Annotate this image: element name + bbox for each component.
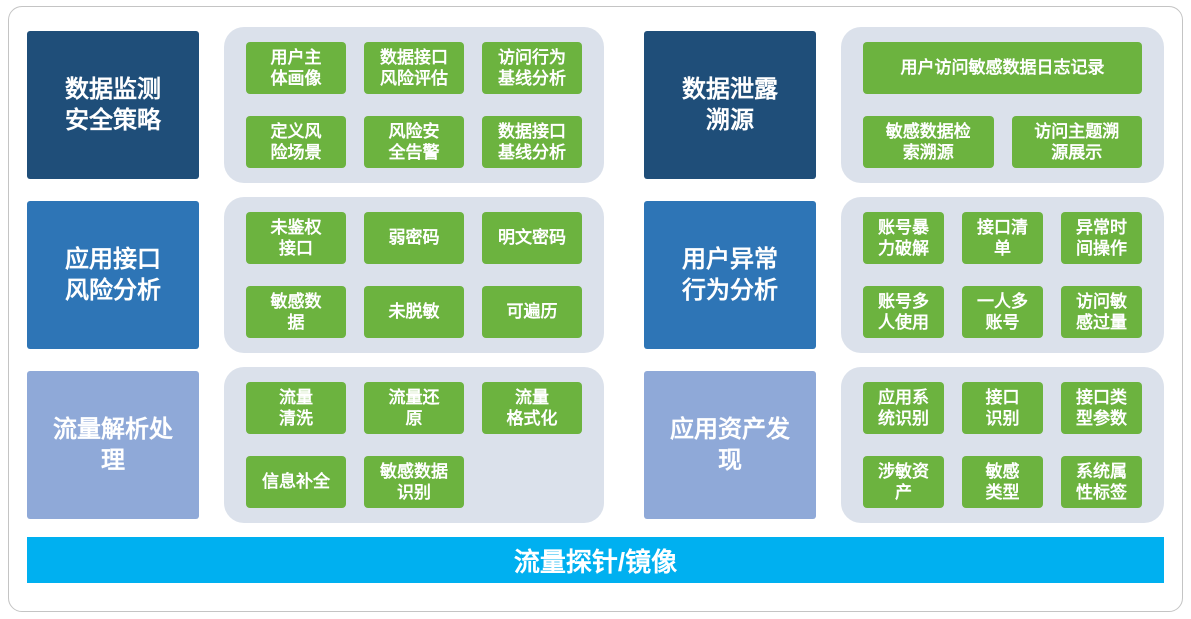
feature-chip: 接口类 型参数 bbox=[1061, 382, 1142, 434]
chip-row: 账号多 人使用 一人多 账号 访问敏 感过量 bbox=[863, 286, 1142, 338]
feature-chip: 系统属 性标签 bbox=[1061, 456, 1142, 508]
chip-row: 账号暴 力破解 接口清 单 异常时 间操作 bbox=[863, 212, 1142, 264]
feature-chip: 访问敏 感过量 bbox=[1061, 286, 1142, 338]
panel-label-api-risk-analysis: 应用接口 风险分析 bbox=[27, 201, 199, 349]
diagram-frame: 数据监测 安全策略 用户主 体画像 数据接口 风险评估 访问行为 基线分析 定义… bbox=[8, 6, 1183, 612]
feature-chip: 异常时 间操作 bbox=[1061, 212, 1142, 264]
feature-chip: 敏感数据检 索溯源 bbox=[863, 116, 994, 168]
chip-row: 应用系 统识别 接口 识别 接口类 型参数 bbox=[863, 382, 1142, 434]
feature-chip: 接口 识别 bbox=[962, 382, 1043, 434]
layer-row-foundation: 流量解析处 理 流量 清洗 流量还 原 流量 格式化 信息补全 敏感数据 识别 … bbox=[27, 367, 1164, 523]
feature-chip: 账号暴 力破解 bbox=[863, 212, 944, 264]
feature-chip: 定义风 险场景 bbox=[246, 116, 346, 168]
feature-chip: 数据接口 基线分析 bbox=[482, 116, 582, 168]
chip-row: 敏感数据检 索溯源 访问主题溯 源展示 bbox=[863, 116, 1142, 168]
panel-chips-api-risk-analysis: 未鉴权 接口 弱密码 明文密码 敏感数 据 未脱敏 可遍历 bbox=[224, 197, 604, 353]
feature-chip: 应用系 统识别 bbox=[863, 382, 944, 434]
chip-row: 涉敏资 产 敏感 类型 系统属 性标签 bbox=[863, 456, 1142, 508]
layer-row-policy: 数据监测 安全策略 用户主 体画像 数据接口 风险评估 访问行为 基线分析 定义… bbox=[27, 27, 1164, 183]
feature-chip: 账号多 人使用 bbox=[863, 286, 944, 338]
feature-chip: 访问行为 基线分析 bbox=[482, 42, 582, 94]
chip-row: 用户主 体画像 数据接口 风险评估 访问行为 基线分析 bbox=[246, 42, 582, 94]
chip-row: 流量 清洗 流量还 原 流量 格式化 bbox=[246, 382, 582, 434]
panel-chips-app-asset-discovery: 应用系 统识别 接口 识别 接口类 型参数 涉敏资 产 敏感 类型 系统属 性标… bbox=[841, 367, 1164, 523]
chip-row: 信息补全 敏感数据 识别 bbox=[246, 456, 582, 508]
feature-chip: 可遍历 bbox=[482, 286, 582, 338]
feature-chip: 信息补全 bbox=[246, 456, 346, 508]
layer-row-analysis: 应用接口 风险分析 未鉴权 接口 弱密码 明文密码 敏感数 据 未脱敏 可遍历 … bbox=[27, 197, 1164, 353]
feature-chip: 涉敏资 产 bbox=[863, 456, 944, 508]
panel-label-traffic-parsing: 流量解析处 理 bbox=[27, 371, 199, 519]
feature-chip: 敏感数 据 bbox=[246, 286, 346, 338]
panel-chips-data-monitoring-policy: 用户主 体画像 数据接口 风险评估 访问行为 基线分析 定义风 险场景 风险安 … bbox=[224, 27, 604, 183]
feature-chip: 未脱敏 bbox=[364, 286, 464, 338]
feature-chip: 敏感数据 识别 bbox=[363, 456, 464, 508]
chip-row: 用户访问敏感数据日志记录 bbox=[863, 42, 1142, 94]
feature-chip: 用户访问敏感数据日志记录 bbox=[863, 42, 1142, 94]
panel-label-app-asset-discovery: 应用资产发 现 bbox=[644, 371, 816, 519]
traffic-probe-mirror-bar: 流量探针/镜像 bbox=[27, 537, 1164, 583]
panel-label-data-leak-tracing: 数据泄露 溯源 bbox=[644, 31, 816, 179]
feature-chip: 风险安 全告警 bbox=[364, 116, 464, 168]
feature-chip: 未鉴权 接口 bbox=[246, 212, 346, 264]
feature-chip: 一人多 账号 bbox=[962, 286, 1043, 338]
feature-chip: 明文密码 bbox=[482, 212, 582, 264]
feature-chip: 弱密码 bbox=[364, 212, 464, 264]
panel-chips-data-leak-tracing: 用户访问敏感数据日志记录 敏感数据检 索溯源 访问主题溯 源展示 bbox=[841, 27, 1164, 183]
feature-chip: 接口清 单 bbox=[962, 212, 1043, 264]
panel-chips-user-abnormal-behavior: 账号暴 力破解 接口清 单 异常时 间操作 账号多 人使用 一人多 账号 访问敏… bbox=[841, 197, 1164, 353]
feature-chip: 流量 清洗 bbox=[246, 382, 346, 434]
feature-chip: 流量还 原 bbox=[364, 382, 464, 434]
chip-row: 敏感数 据 未脱敏 可遍历 bbox=[246, 286, 582, 338]
feature-chip: 敏感 类型 bbox=[962, 456, 1043, 508]
feature-chip: 流量 格式化 bbox=[482, 382, 582, 434]
chip-row: 未鉴权 接口 弱密码 明文密码 bbox=[246, 212, 582, 264]
feature-chip: 用户主 体画像 bbox=[246, 42, 346, 94]
chip-row: 定义风 险场景 风险安 全告警 数据接口 基线分析 bbox=[246, 116, 582, 168]
panel-chips-traffic-parsing: 流量 清洗 流量还 原 流量 格式化 信息补全 敏感数据 识别 bbox=[224, 367, 604, 523]
feature-chip: 访问主题溯 源展示 bbox=[1011, 116, 1142, 168]
feature-chip: 数据接口 风险评估 bbox=[364, 42, 464, 94]
panel-label-data-monitoring-policy: 数据监测 安全策略 bbox=[27, 31, 199, 179]
footer-label: 流量探针/镜像 bbox=[513, 546, 678, 577]
panel-label-user-abnormal-behavior: 用户异常 行为分析 bbox=[644, 201, 816, 349]
